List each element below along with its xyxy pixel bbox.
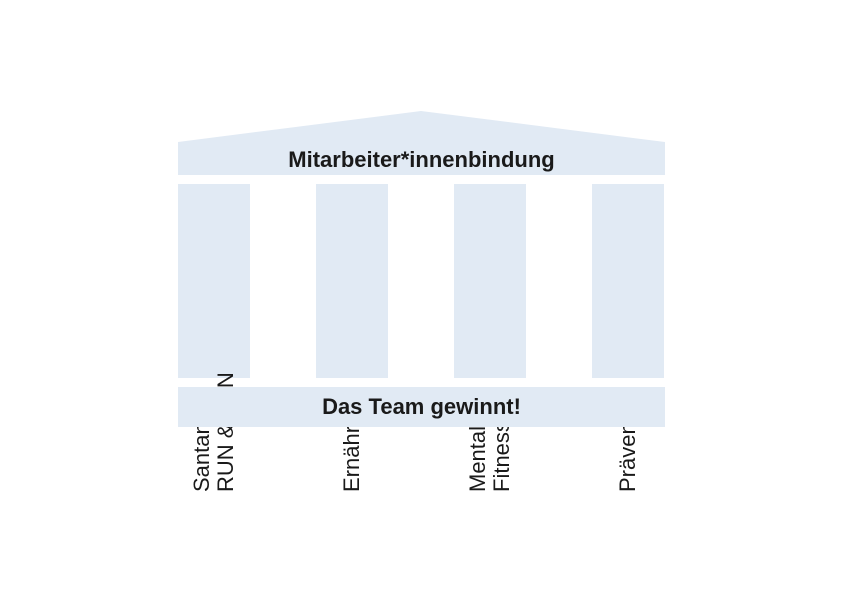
roof: Mitarbeiter*innenbindung bbox=[178, 111, 665, 175]
roof-shape bbox=[178, 111, 665, 175]
pillar-label-line: Fitness bbox=[489, 421, 514, 492]
base-label: Das Team gewinnt! bbox=[178, 387, 665, 427]
pillar-ernaehrung: Ernährung bbox=[316, 184, 388, 492]
pillar-praevention: Prävention bbox=[592, 184, 664, 492]
pillar-santander-run-fun: Santander RUN & FUN bbox=[178, 184, 250, 492]
pillar-mentale-fitness: Mentale Fitness bbox=[454, 184, 526, 492]
roof-label: Mitarbeiter*innenbindung bbox=[288, 147, 555, 172]
